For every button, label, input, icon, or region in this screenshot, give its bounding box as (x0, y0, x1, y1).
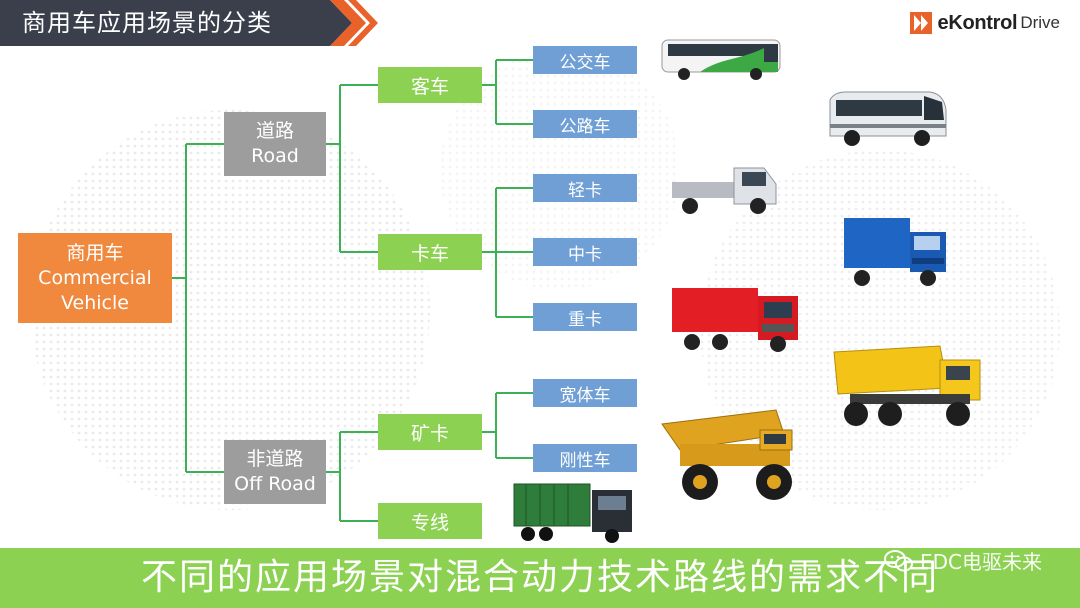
wide-body-dump-truck-image (833, 345, 981, 426)
node-passenger-car: 客车 (378, 67, 482, 103)
node-rigid-truck: 刚性车 (533, 444, 637, 472)
node-road: 道路 Road (224, 112, 326, 176)
node-wide-body-truck: 宽体车 (533, 379, 637, 407)
connector-mining (482, 392, 533, 459)
footer-caption: 不同的应用场景对混合动力技术路线的需求不同 (140, 557, 939, 598)
medium-truck-image (844, 218, 946, 286)
node-root-line2: Commercial (38, 266, 152, 289)
node-city-bus: 公交车 (533, 46, 637, 74)
wechat-icon (883, 549, 913, 571)
watermark-text: EDC电驱未来 (919, 550, 1042, 574)
page-title: 商用车应用场景的分类 (22, 9, 272, 37)
heavy-truck-image (672, 288, 798, 352)
node-special-line: 专线 (378, 503, 482, 539)
logo-subword: Drive (1020, 13, 1060, 32)
node-root-line3: Vehicle (61, 291, 129, 314)
coach-image (829, 91, 947, 146)
node-truck: 卡车 (378, 234, 482, 270)
node-heavy-truck: 重卡 (533, 303, 637, 331)
node-offroad-en: Off Road (234, 473, 316, 495)
rigid-mining-truck-image (661, 409, 793, 500)
header-bar (0, 0, 330, 46)
chevron-arrows-icon (300, 0, 378, 46)
node-light-truck: 轻卡 (533, 174, 637, 202)
watermark: EDC电驱未来 (883, 546, 1042, 575)
brand-logo: eKontrol Drive (909, 10, 1060, 36)
light-truck-image (672, 167, 777, 214)
node-road-en: Road (251, 145, 299, 167)
connector-root (172, 143, 224, 473)
node-mining-truck: 矿卡 (378, 414, 482, 450)
node-offroad-cn: 非道路 (246, 448, 304, 470)
node-commercial-vehicle: 商用车 Commercial Vehicle (18, 233, 172, 323)
world-map-background (30, 60, 1060, 510)
special-line-truck-image (513, 483, 632, 543)
node-root-line1: 商用车 (66, 241, 124, 264)
node-road-cn: 道路 (255, 120, 294, 142)
node-coach: 公路车 (533, 110, 637, 138)
node-off-road: 非道路 Off Road (224, 440, 326, 504)
connector-passenger (482, 59, 533, 125)
connector-road (326, 84, 378, 253)
connector-offroad (326, 431, 378, 522)
city-bus-image (661, 39, 781, 80)
connector-truck (482, 187, 533, 318)
logo-wordmark: eKontrol (937, 11, 1018, 34)
node-medium-truck: 中卡 (533, 238, 637, 266)
ekontrol-mark-icon (909, 12, 932, 34)
